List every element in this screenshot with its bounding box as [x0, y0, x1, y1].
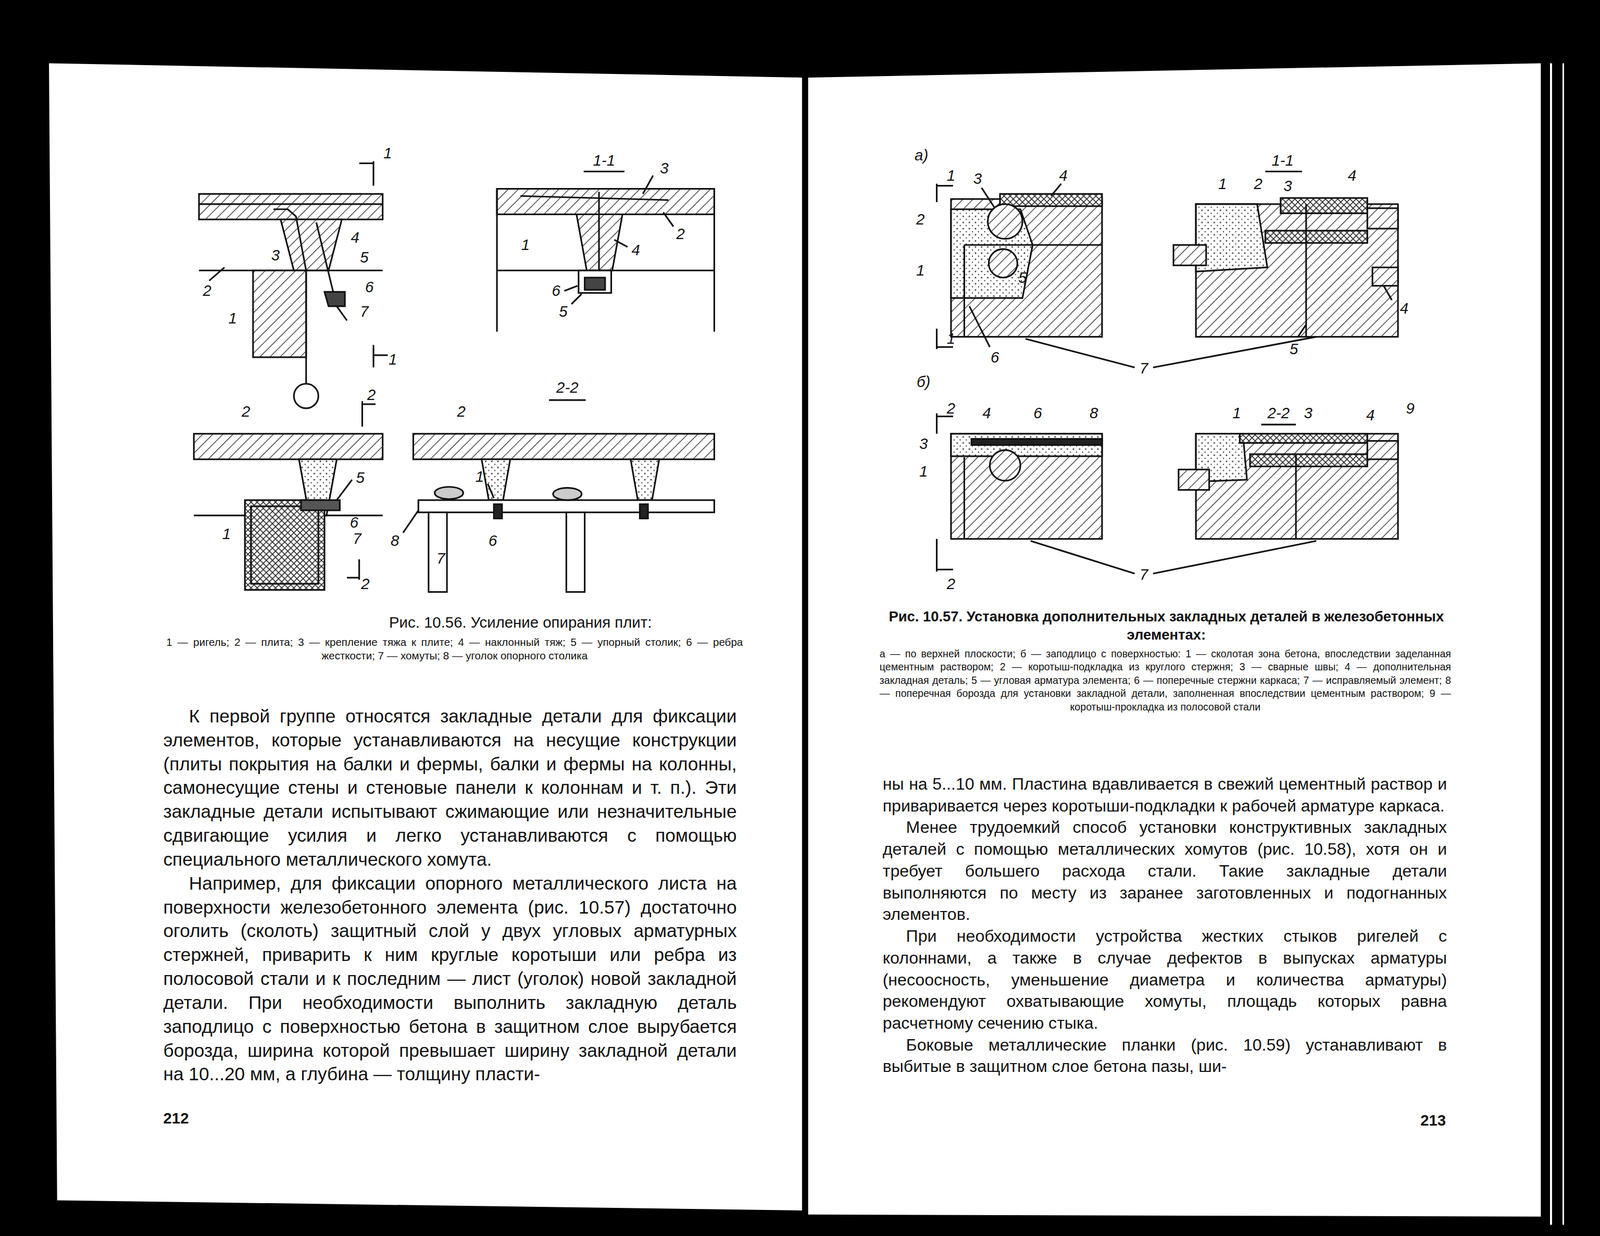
callout-number: 4 — [982, 405, 991, 421]
callout-number: 9 — [1405, 400, 1415, 416]
callout-number: 4 — [1058, 167, 1068, 183]
callout-number: 6 — [1033, 405, 1042, 421]
figure-legend: 1 — ригель; 2 — плита; 3 — крепление тяж… — [166, 635, 743, 664]
callout-number: 2 — [456, 403, 466, 419]
callout-number: 1 — [946, 167, 956, 183]
callout-number: 2 — [367, 387, 376, 403]
callout-number: 2 — [946, 576, 956, 592]
body-paragraph: ны на 5...10 мм. Пластина вдавливается в… — [882, 773, 1447, 817]
callout-number: 7 — [359, 303, 369, 319]
body-paragraph: Менее трудоемкий способ установки констр… — [882, 816, 1447, 926]
page-number: 212 — [163, 1110, 189, 1126]
callout-number: 4 — [351, 230, 360, 246]
callout-number: 2-2 — [1267, 405, 1290, 421]
callout-number: 2 — [916, 211, 925, 228]
callout-number: 6 — [365, 279, 374, 295]
figure-10-56 — [193, 161, 715, 593]
callout-number: 4 — [1347, 167, 1357, 183]
callout-number: 7 — [1139, 360, 1148, 377]
page-number: 213 — [1420, 1112, 1446, 1128]
callout-number: 5 — [1289, 341, 1298, 357]
callout-number: 2-2 — [556, 380, 579, 396]
page-edge — [1562, 63, 1565, 1225]
left-page — [48, 63, 803, 1211]
callout-number: 3 — [271, 247, 280, 263]
callout-number: 3 — [919, 436, 928, 452]
callout-number: 1 — [222, 526, 231, 542]
callout-number: 1 — [388, 351, 397, 367]
callout-number: 6 — [552, 283, 561, 299]
figure-10-57 — [936, 171, 1399, 574]
callout-number: 2 — [203, 283, 212, 299]
callout-number: 6 — [488, 533, 497, 549]
callout-number: 2 — [946, 400, 956, 416]
right-page — [808, 63, 1542, 1217]
callout-number: 7 — [353, 531, 362, 547]
callout-number: 3 — [1283, 178, 1292, 194]
callout-number: 6 — [350, 514, 359, 530]
callout-number: 2 — [241, 403, 250, 419]
callout-number: 3 — [973, 170, 982, 186]
callout-number: 1 — [383, 145, 392, 161]
callout-number: 1-1 — [593, 152, 616, 168]
callout-number: 5 — [1018, 269, 1027, 285]
callout-number: 7 — [436, 550, 445, 566]
callout-number: 1 — [919, 463, 928, 479]
callout-number: 8 — [390, 533, 399, 549]
callout-number: 1 — [1232, 405, 1241, 421]
callout-number: 4 — [631, 242, 640, 258]
callout-number: 1 — [475, 468, 484, 484]
callout-number: 2 — [360, 576, 370, 592]
callout-number: 3 — [659, 160, 669, 177]
callout-number: 1 — [228, 310, 237, 327]
callout-number: 2 — [1254, 176, 1263, 192]
callout-number: 6 — [990, 349, 999, 365]
callout-number: 1 — [916, 262, 925, 278]
body-paragraph: Например, для фиксации опорного металлич… — [163, 871, 737, 1087]
callout-number: 8 — [1089, 405, 1098, 421]
callout-number: 7 — [1139, 566, 1148, 582]
page-edge — [1550, 63, 1553, 1225]
callout-number: 2 — [676, 226, 685, 242]
callout-number: 5 — [359, 249, 369, 265]
body-paragraph: К первой группе относятся закладные дета… — [163, 704, 737, 872]
callout-number: 1 — [1218, 176, 1227, 192]
callout-number: 1 — [946, 331, 956, 347]
callout-number: 4 — [1366, 407, 1375, 423]
body-paragraph: При необходимости устройства жестких сты… — [882, 925, 1447, 1035]
callout-number: 1-1 — [1271, 152, 1294, 168]
callout-number: б) — [916, 373, 931, 390]
callout-number: а) — [914, 147, 929, 163]
figure-caption: Рис. 10.56. Усиление опирания плит: — [306, 612, 735, 633]
figure-caption: Рис. 10.57. Установка дополнительных зак… — [885, 607, 1448, 645]
callout-number: 3 — [1304, 405, 1313, 421]
figure-legend: а — по верхней плоскости; б — заподлицо … — [879, 647, 1452, 714]
callout-number: 5 — [355, 469, 365, 485]
callout-number: 5 — [558, 303, 568, 319]
callout-number: 1 — [521, 237, 530, 253]
callout-number: 4 — [1400, 300, 1409, 316]
body-paragraph: Боковые металлические планки (рис. 10.59… — [882, 1034, 1447, 1078]
